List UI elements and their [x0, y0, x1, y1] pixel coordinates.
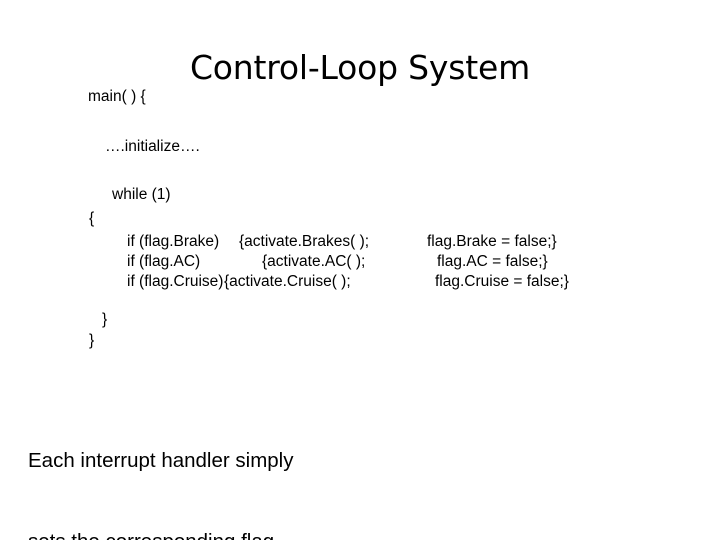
- code-condition-brake: if (flag.Brake): [127, 233, 220, 250]
- code-condition-ac: if (flag.AC): [127, 253, 201, 270]
- code-statement-row-brake: if (flag.Brake) {activate.Brakes( ); fla…: [0, 232, 720, 251]
- caption-line-1: Each interrupt handler simply: [28, 449, 294, 472]
- code-line-main-signature: main( ) {: [88, 88, 146, 105]
- caption-block: Each interrupt handler simply sets the c…: [28, 393, 294, 540]
- code-action-ac: {activate.AC( );: [262, 253, 366, 270]
- code-line-initialize: ….initialize….: [105, 138, 200, 155]
- code-brace-close-outer: }: [89, 332, 95, 349]
- caption-line-2: sets the corresponding flag: [28, 528, 294, 540]
- code-reset-ac: flag.AC = false;}: [437, 253, 548, 270]
- code-action-cruise: {activate.Cruise( );: [224, 273, 351, 290]
- code-condition-cruise: if (flag.Cruise): [127, 273, 224, 290]
- code-brace-close-inner: }: [102, 311, 108, 328]
- code-statement-row-cruise: if (flag.Cruise) {activate.Cruise( ); fl…: [0, 272, 720, 291]
- page-title: Control-Loop System: [189, 48, 531, 87]
- code-statement-row-ac: if (flag.AC) {activate.AC( ); flag.AC = …: [0, 252, 720, 271]
- code-reset-cruise: flag.Cruise = false;}: [435, 273, 569, 290]
- code-reset-brake: flag.Brake = false;}: [427, 233, 557, 250]
- code-line-while: while (1): [112, 186, 171, 203]
- code-action-brake: {activate.Brakes( );: [239, 233, 370, 250]
- code-brace-open: {: [89, 210, 95, 227]
